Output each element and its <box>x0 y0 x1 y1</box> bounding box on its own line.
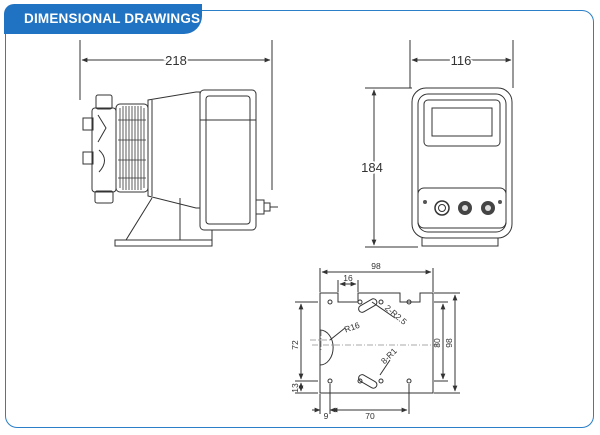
plate-height-80-label: 80 <box>432 338 442 348</box>
plate-width-top-label: 98 <box>371 261 381 271</box>
drawing-frame <box>5 10 594 428</box>
front-height-label: 184 <box>361 160 383 175</box>
plate-height-98-label: 98 <box>444 338 454 348</box>
hole-label: 8-R1 <box>379 346 399 366</box>
connector-port-icon <box>434 200 450 216</box>
plate-height-72-label: 72 <box>290 340 300 350</box>
plate-offset-9-label: 9 <box>324 411 329 421</box>
front-width-label: 116 <box>451 53 472 68</box>
side-view <box>79 40 278 247</box>
side-width-label: 218 <box>165 53 187 68</box>
section-title: DIMENSIONAL DRAWINGS <box>24 11 201 26</box>
section-title-tab <box>4 4 202 34</box>
plate-width-70-label: 70 <box>365 411 375 421</box>
base-plate <box>295 268 460 414</box>
front-connectors <box>423 200 502 216</box>
slot-label: 2-R2.5 <box>383 303 409 327</box>
base-plate-labels: 98 16 2-R2.5 R16 8-R1 72 13 80 98 9 70 <box>290 261 454 421</box>
notch-radius-label: R16 <box>343 320 361 335</box>
front-view <box>365 40 514 248</box>
plate-offset-13-label: 13 <box>290 383 300 393</box>
plate-offset-label: 16 <box>343 273 353 283</box>
